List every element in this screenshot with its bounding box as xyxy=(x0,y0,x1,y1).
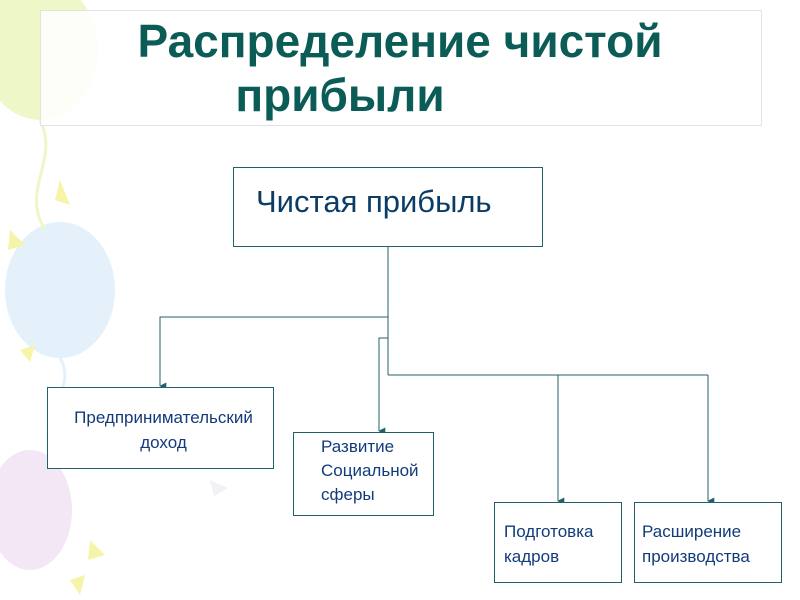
confetti-decoration xyxy=(210,480,228,496)
balloon-pink-decoration xyxy=(0,450,72,570)
node-social-development-label: Развитие Социальной сферы xyxy=(321,437,419,504)
slide-title-line-1: Распределение чистой xyxy=(137,15,663,67)
balloon-string-decoration xyxy=(34,119,48,231)
node-entrepreneurial-income: Предпринимательский доход xyxy=(47,387,274,469)
balloon-blue-decoration xyxy=(5,222,115,358)
confetti-decoration xyxy=(70,575,85,595)
connector-to-social-development xyxy=(378,337,388,435)
title-placeholder-box xyxy=(40,10,762,126)
node-production-expansion: Расширение производства xyxy=(634,502,782,583)
node-social-development: Развитие Социальной сферы xyxy=(293,432,434,516)
node-net-profit-label: Чистая прибыль xyxy=(256,184,492,219)
slide-title: Распределение чистой прибыли xyxy=(40,14,760,122)
node-staff-training-label: Подготовка кадров xyxy=(504,522,594,566)
slide-title-line-2: прибыли xyxy=(235,69,445,121)
node-net-profit: Чистая прибыль xyxy=(233,167,543,247)
connector-to-entrepreneurial-income xyxy=(159,316,388,390)
confetti-decoration xyxy=(55,180,70,205)
node-staff-training: Подготовка кадров xyxy=(494,502,622,583)
confetti-decoration xyxy=(8,230,25,250)
confetti-decoration xyxy=(20,345,35,362)
node-production-expansion-label: Расширение производства xyxy=(642,522,750,566)
confetti-decoration xyxy=(88,540,105,560)
node-entrepreneurial-income-label: Предпринимательский доход xyxy=(74,408,253,452)
